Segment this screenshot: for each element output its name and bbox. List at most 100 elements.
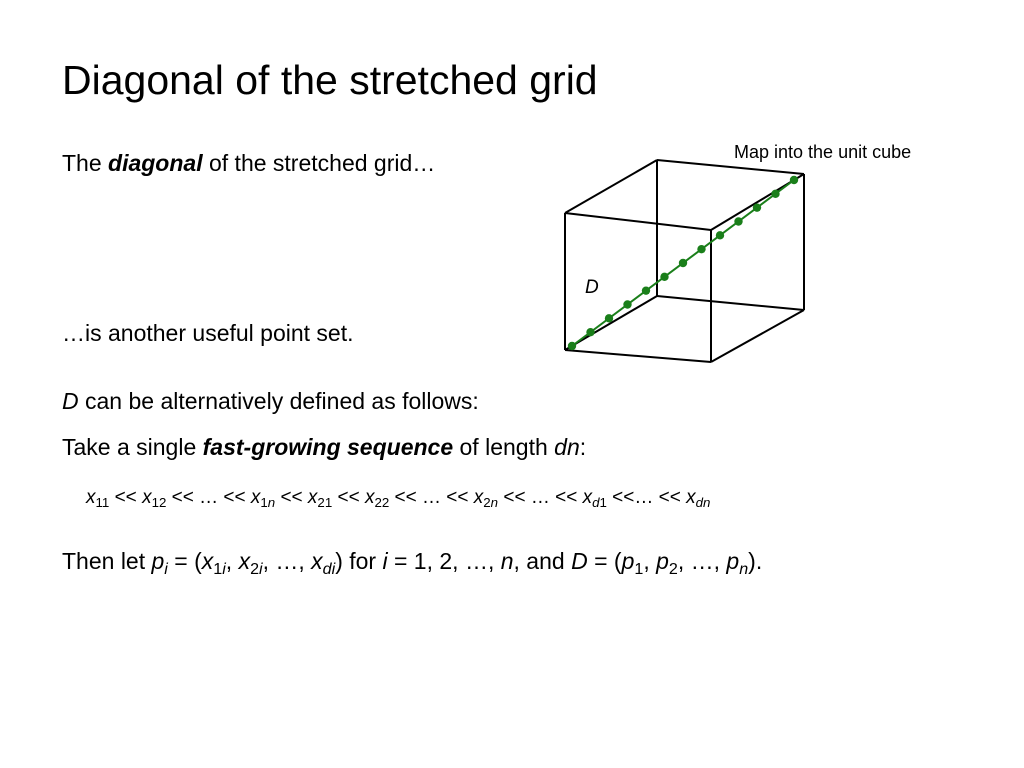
tuple-var: p <box>151 548 165 574</box>
tuple-var: p <box>726 548 740 574</box>
tuple-text: , <box>713 548 727 574</box>
formula-ellipsis: … <box>634 487 654 508</box>
formula-x: x <box>307 487 318 508</box>
tuple-sub-part: i <box>331 559 336 578</box>
tuple-sub: 1 <box>634 559 644 578</box>
diagonal-point <box>567 341 577 351</box>
diagonal-point <box>678 258 688 268</box>
formula-op: << <box>275 487 308 508</box>
tuple-sub-part: n <box>739 559 749 578</box>
intro-bold-diagonal: diagonal <box>108 150 203 176</box>
tuple-text: , and <box>513 548 572 574</box>
sequence-pre: Take a single <box>62 434 203 460</box>
sequence-var-dn: dn <box>554 434 580 460</box>
tuple-var: i <box>382 548 388 574</box>
tuple-sub: i <box>164 560 168 578</box>
tuple-sub: 2 <box>668 559 678 578</box>
definition-var-d: D <box>62 388 79 414</box>
tuple-text: , <box>643 548 657 574</box>
tuple-sub-part: 1 <box>213 559 223 578</box>
formula-x: x <box>86 487 96 508</box>
intro-pre: The <box>62 150 109 176</box>
back-top-edge <box>656 159 805 175</box>
formula-x: x <box>142 487 152 508</box>
diagonal-point <box>604 314 614 323</box>
diagonal-point <box>715 231 725 240</box>
tuple-text: = 1, 2, …, <box>387 548 501 574</box>
tuple-text: Then let <box>62 548 152 574</box>
diagonal-point <box>789 175 799 185</box>
formula-sub-part: 1 <box>599 494 607 510</box>
cube-caption: Map into the unit cube <box>734 142 912 162</box>
formula-sub: 2n <box>483 495 498 510</box>
diagonal-point <box>623 300 632 309</box>
tuple-sub: n <box>739 560 748 578</box>
diagonal-label: D <box>585 277 599 298</box>
formula-x: x <box>250 487 261 508</box>
definition-line: D can be alternatively defined as follow… <box>62 386 479 416</box>
tuple-sub-part: 2 <box>250 559 260 578</box>
formula-op: << <box>166 487 200 508</box>
bottom-right-depth-edge <box>710 309 805 363</box>
formula-sub: d1 <box>592 495 607 510</box>
diagonal-group <box>567 175 799 351</box>
tuple-definition-line: Then let pi = (x1i, x2i, …, xdi) for i =… <box>62 546 763 578</box>
diagonal-point <box>771 189 780 199</box>
tuple-text: … <box>690 548 714 574</box>
diagonal-point <box>697 244 706 254</box>
tuple-text: = ( <box>167 548 202 574</box>
sequence-bold-term: fast-growing sequence <box>202 434 454 460</box>
formula-op: << <box>389 487 423 508</box>
formula-ellipsis: … <box>422 487 442 508</box>
formula-sub: 11 <box>95 494 110 510</box>
tuple-var: p <box>621 548 635 574</box>
diagonal-point <box>641 286 651 295</box>
tuple-text: ). <box>748 548 763 574</box>
front-top-edge <box>564 212 712 231</box>
formula-sub-part: n <box>267 494 276 510</box>
formula-sub-part: 2 <box>483 494 491 510</box>
sequence-formula: x11 << x12 << … << x1n << x21 << x22 << … <box>86 485 710 511</box>
front-bottom-edge <box>564 349 712 363</box>
intro-line: The diagonal of the stretched grid… <box>62 148 435 178</box>
formula-sub: 12 <box>151 494 167 510</box>
tuple-var: n <box>500 548 514 574</box>
diagonal-point <box>586 327 595 337</box>
formula-x: x <box>582 487 593 508</box>
tuple-sub-part: i <box>259 559 263 578</box>
formula-sub-part: n <box>490 494 499 510</box>
formula-x: x <box>364 487 375 508</box>
tuple-text: , <box>298 548 312 574</box>
formula-op: << <box>653 487 687 508</box>
tuple-sub-part: i <box>222 559 226 578</box>
formula-op: << <box>109 487 143 508</box>
tuple-sub-part: i <box>164 559 168 578</box>
slide-title: Diagonal of the stretched grid <box>62 57 598 103</box>
formula-sub: 22 <box>374 494 390 510</box>
diagonal-point <box>660 272 669 282</box>
tuple-text: , <box>225 548 239 574</box>
tuple-sub: 2i <box>250 560 263 578</box>
formula-ellipsis: … <box>199 487 219 508</box>
tuple-var: p <box>656 548 669 574</box>
formula-sub-part: d <box>592 494 600 510</box>
formula-sub-part: 1 <box>260 494 268 510</box>
tuple-sub: di <box>323 560 336 578</box>
formula-sub-part: dn <box>695 494 711 510</box>
sequence-colon: : <box>579 434 587 460</box>
top-left-depth-edge <box>564 159 658 214</box>
formula-x: x <box>686 487 696 508</box>
formula-sub: 1n <box>260 495 275 510</box>
formula-sub: 21 <box>317 494 333 510</box>
formula-op: << <box>332 487 365 508</box>
formula-x: x <box>473 487 484 508</box>
formula-op: << <box>606 487 635 508</box>
tuple-text: … <box>275 548 299 574</box>
tuple-text: , <box>677 548 691 574</box>
tuple-text: ) for <box>335 548 383 574</box>
tuple-text: = ( <box>587 548 622 574</box>
intro-post: of the stretched grid… <box>202 150 436 176</box>
tuple-sub: 1i <box>213 560 226 578</box>
definition-text: can be alternatively defined as follows: <box>78 388 479 414</box>
